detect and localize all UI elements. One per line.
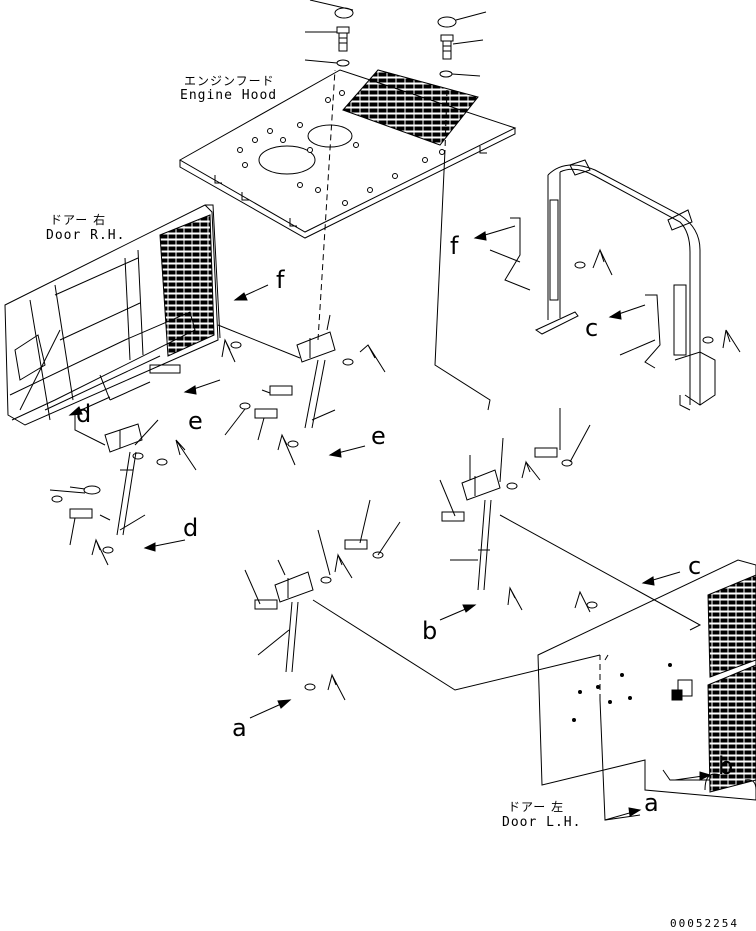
hood-fasteners bbox=[305, 0, 486, 77]
leader-lines bbox=[50, 90, 710, 820]
ref-a-right: a bbox=[644, 789, 659, 817]
ref-e-right: e bbox=[371, 422, 386, 450]
door-rh-label-en: Door R.H. bbox=[46, 228, 126, 243]
ref-c-top: c bbox=[585, 314, 599, 342]
ref-f-right: f bbox=[450, 232, 459, 260]
door-lh bbox=[538, 560, 756, 800]
ref-d-left: d bbox=[76, 400, 92, 428]
ref-b-left: b bbox=[422, 617, 438, 645]
reference-arrows bbox=[70, 226, 710, 820]
ref-f-left: f bbox=[276, 266, 285, 294]
ref-d-bottom: d bbox=[183, 514, 199, 542]
ref-b-right: b bbox=[718, 752, 734, 780]
door-rh bbox=[5, 205, 220, 425]
door-lh-bolt-holes bbox=[573, 664, 672, 722]
hood-bolt-holes bbox=[238, 91, 445, 206]
ref-a-left: a bbox=[232, 714, 247, 742]
ref-e-left: e bbox=[188, 407, 203, 435]
hinge-assembly-e bbox=[222, 70, 385, 465]
door-lh-label-en: Door L.H. bbox=[502, 815, 582, 830]
engine-hood-label-en: Engine Hood bbox=[180, 88, 278, 103]
hinge-assembly-a bbox=[255, 540, 383, 700]
cab-frame bbox=[505, 160, 740, 410]
engine-hood bbox=[180, 70, 515, 238]
drawing-number: 00052254 bbox=[670, 917, 739, 930]
engine-hood-label-jp: エンジンフード bbox=[184, 74, 275, 88]
hinge-assembly-b bbox=[442, 448, 597, 612]
door-rh-label-jp: ドアー 右 bbox=[50, 213, 107, 227]
hinge-assembly-d bbox=[52, 424, 196, 565]
ref-c-bottom: c bbox=[688, 552, 702, 580]
door-lh-label-jp: ドアー 左 bbox=[508, 800, 565, 814]
